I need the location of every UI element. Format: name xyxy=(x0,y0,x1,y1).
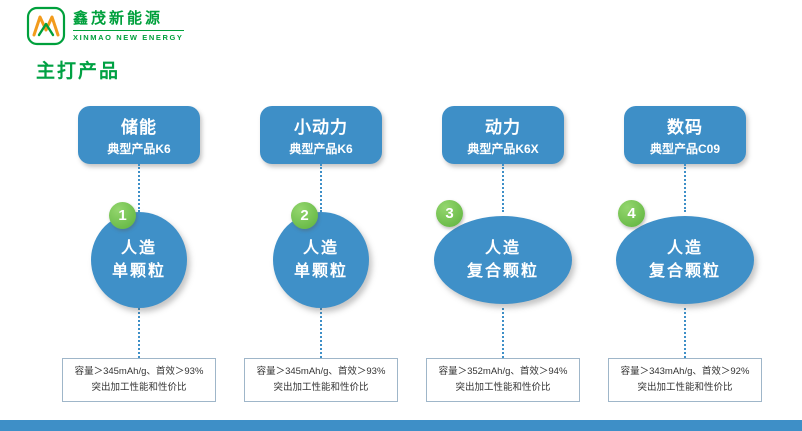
spec-capacity: 容量＞345mAh/g、首效＞93% xyxy=(74,366,204,377)
spec-box: 容量＞343mAh/g、首效＞92% 突出加工性能和性价比 xyxy=(608,358,762,403)
dotted-connector-bottom xyxy=(138,308,140,358)
material-shape: 人造 复合颗粒 xyxy=(434,216,572,304)
material-shape-wrap: 1 人造 单颗粒 xyxy=(91,202,187,308)
logo-company-name-cn: 鑫茂新能源 xyxy=(73,10,164,27)
product-typical-model: 典型产品K6 xyxy=(107,142,171,156)
dotted-connector-top xyxy=(138,164,140,212)
spec-capacity: 容量＞343mAh/g、首效＞92% xyxy=(620,366,750,377)
dotted-connector-top xyxy=(502,164,504,212)
company-logo: 鑫茂新能源 XINMAO NEW ENERGY xyxy=(26,6,184,46)
material-line-1: 人造 xyxy=(302,239,339,257)
material-shape: 人造 单颗粒 xyxy=(91,212,187,308)
logo-text: 鑫茂新能源 XINMAO NEW ENERGY xyxy=(73,10,184,42)
spec-box: 容量＞352mAh/g、首效＞94% 突出加工性能和性价比 xyxy=(426,358,580,403)
spec-capacity: 容量＞352mAh/g、首效＞94% xyxy=(438,366,568,377)
material-shape: 人造 复合颗粒 xyxy=(616,216,754,304)
material-line-2: 单颗粒 xyxy=(111,263,166,280)
product-typical-model: 典型产品K6X xyxy=(467,142,539,156)
material-line-1: 人造 xyxy=(484,239,521,257)
material-line-1: 人造 xyxy=(666,239,703,257)
number-badge: 3 xyxy=(436,200,463,227)
material-shape-wrap: 3 人造 复合颗粒 xyxy=(434,200,572,308)
product-header: 小动力 典型产品K6 xyxy=(260,106,382,164)
product-category: 储能 xyxy=(121,118,157,137)
spec-box: 容量＞345mAh/g、首效＞93% 突出加工性能和性价比 xyxy=(244,358,398,403)
dotted-connector-bottom xyxy=(502,308,504,358)
logo-icon xyxy=(26,6,66,46)
material-line-1: 人造 xyxy=(120,239,157,257)
material-shape-wrap: 2 人造 单颗粒 xyxy=(273,202,369,308)
product-typical-model: 典型产品K6 xyxy=(289,142,353,156)
number-badge: 1 xyxy=(109,202,136,229)
dotted-connector-bottom xyxy=(684,308,686,358)
material-line-2: 复合颗粒 xyxy=(466,263,539,280)
product-column-small-power: 小动力 典型产品K6 2 人造 单颗粒 容量＞345mAh/g、首效＞93% 突… xyxy=(236,106,406,403)
product-header: 数码 典型产品C09 xyxy=(624,106,746,164)
material-line-2: 单颗粒 xyxy=(293,263,348,280)
product-category: 动力 xyxy=(485,118,521,137)
page-title: 主打产品 xyxy=(36,61,121,82)
product-category: 小动力 xyxy=(294,118,348,137)
dotted-connector-bottom xyxy=(320,308,322,358)
material-line-2: 复合颗粒 xyxy=(648,263,721,280)
product-column-energy-storage: 储能 典型产品K6 1 人造 单颗粒 容量＞345mAh/g、首效＞93% 突出… xyxy=(54,106,224,403)
spec-feature: 突出加工性能和性价比 xyxy=(91,382,187,394)
dotted-connector-top xyxy=(684,164,686,212)
material-shape-wrap: 4 人造 复合颗粒 xyxy=(616,200,754,308)
product-header: 动力 典型产品K6X xyxy=(442,106,564,164)
spec-box: 容量＞345mAh/g、首效＞93% 突出加工性能和性价比 xyxy=(62,358,216,403)
spec-capacity: 容量＞345mAh/g、首效＞93% xyxy=(256,366,386,377)
product-typical-model: 典型产品C09 xyxy=(649,142,720,156)
material-shape: 人造 单颗粒 xyxy=(273,212,369,308)
number-badge: 2 xyxy=(291,202,318,229)
bottom-accent-bar xyxy=(0,420,802,431)
product-category: 数码 xyxy=(667,118,703,137)
product-column-digital: 数码 典型产品C09 4 人造 复合颗粒 容量＞343mAh/g、首效＞92% … xyxy=(600,106,770,403)
product-columns: 储能 典型产品K6 1 人造 单颗粒 容量＞345mAh/g、首效＞93% 突出… xyxy=(0,106,802,403)
spec-feature: 突出加工性能和性价比 xyxy=(455,382,551,394)
dotted-connector-top xyxy=(320,164,322,212)
product-column-power: 动力 典型产品K6X 3 人造 复合颗粒 容量＞352mAh/g、首效＞94% … xyxy=(418,106,588,403)
number-badge: 4 xyxy=(618,200,645,227)
spec-feature: 突出加工性能和性价比 xyxy=(273,382,369,394)
spec-feature: 突出加工性能和性价比 xyxy=(637,382,733,394)
product-header: 储能 典型产品K6 xyxy=(78,106,200,164)
logo-company-name-en: XINMAO NEW ENERGY xyxy=(73,30,184,42)
